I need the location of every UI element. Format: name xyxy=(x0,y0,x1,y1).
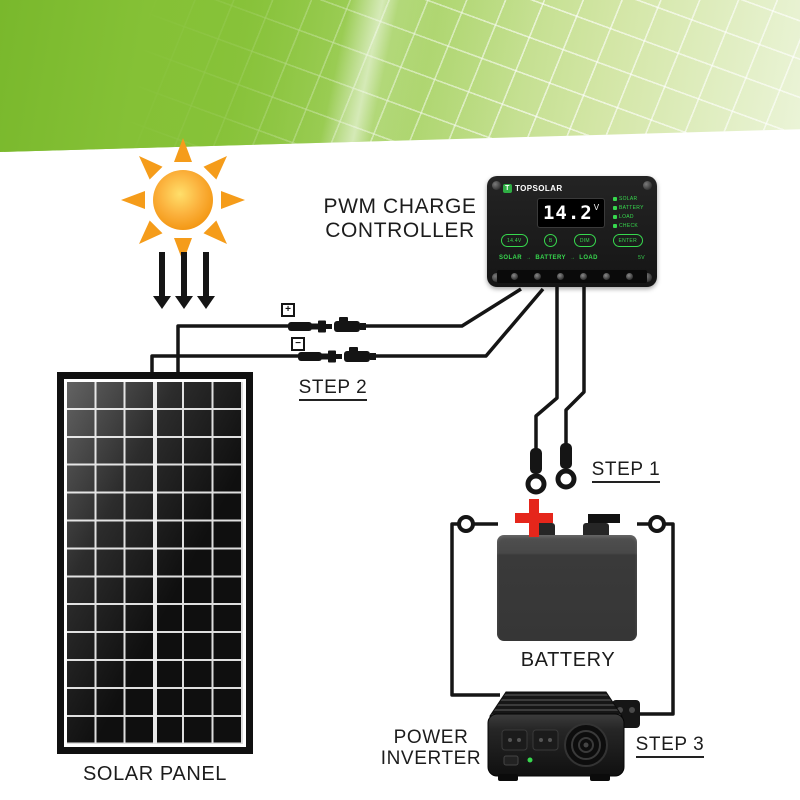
ring-terminal-icon xyxy=(457,515,475,533)
arrow-icon xyxy=(570,255,575,261)
charge-controller-device: T TOPSOLAR 14.2 V SOLAR BATTERY LOAD CHE… xyxy=(487,176,657,287)
polarity-negative-badge: − xyxy=(291,337,305,351)
controller-solar-input-wire xyxy=(375,287,545,358)
outlet-icon xyxy=(501,729,528,751)
minus-icon xyxy=(588,514,620,523)
inverter-foot xyxy=(590,774,610,781)
down-arrow-icon xyxy=(153,252,171,309)
step1-label: STEP 1 xyxy=(584,459,668,483)
arrow-icon xyxy=(526,255,531,261)
sun-icon xyxy=(121,138,245,262)
solar-positive-wire xyxy=(176,324,291,373)
screw-icon xyxy=(492,273,501,282)
terminal-label-load: LOAD xyxy=(579,255,598,261)
inverter-caption: POWER INVERTER xyxy=(378,727,484,769)
step2-label: STEP 2 xyxy=(291,377,375,401)
screw-icon xyxy=(492,181,501,190)
down-arrow-icon xyxy=(197,252,215,309)
display-voltage-unit: V xyxy=(593,203,600,212)
inverter-heatsink-top xyxy=(489,691,623,717)
controller-caption-line1: PWM CHARGE xyxy=(323,195,477,218)
controller-battery-wire xyxy=(534,286,559,452)
status-indicators: SOLAR BATTERY LOAD CHECK xyxy=(613,196,644,229)
indicator-battery: BATTERY xyxy=(613,205,644,211)
battery-inverter-wire xyxy=(450,522,500,697)
controller-display: 14.2 V xyxy=(537,198,605,228)
battery-clamp-icon xyxy=(555,468,577,490)
solar-cells-grid xyxy=(67,382,243,744)
voltage-button: 14.4V xyxy=(501,234,528,247)
solar-panel-caption: SOLAR PANEL xyxy=(82,763,228,785)
terminal-screw-icon xyxy=(603,273,610,280)
battery-type-button: B xyxy=(544,234,558,247)
solar-panel-device xyxy=(57,372,253,754)
plus-icon xyxy=(515,499,553,537)
indicator-check: CHECK xyxy=(613,223,644,229)
topsolar-logo-icon: T xyxy=(503,184,512,193)
inverter-foot xyxy=(498,774,518,781)
inverter-caption-line2: INVERTER xyxy=(380,748,482,769)
indicator-solar: SOLAR xyxy=(613,196,644,202)
terminal-screw-icon xyxy=(626,273,633,280)
dim-button: DIM xyxy=(573,234,596,247)
controller-caption-line2: CONTROLLER xyxy=(325,219,475,242)
controller-solar-input-wire xyxy=(365,287,522,328)
power-inverter-device xyxy=(487,691,625,781)
controller-battery-wire xyxy=(564,286,586,447)
controller-caption: PWM CHARGE CONTROLLER xyxy=(322,195,478,243)
indicator-load: LOAD xyxy=(613,214,644,220)
screw-icon xyxy=(643,181,652,190)
battery-caption: BATTERY xyxy=(520,649,616,671)
battery-clamp-icon xyxy=(530,443,572,474)
mc4-connector-icon xyxy=(288,317,376,363)
terminal-screw-icon xyxy=(511,273,518,280)
terminal-label-battery: BATTERY xyxy=(535,255,566,261)
led-indicator-icon xyxy=(527,757,533,763)
terminal-label-solar: SOLAR xyxy=(499,255,522,261)
battery-clamp-icon xyxy=(525,473,547,495)
screw-icon xyxy=(643,273,652,282)
outlet-icon xyxy=(532,729,559,751)
terminal-screw-icon xyxy=(580,273,587,280)
controller-buttons: 14.4V B DIM ENTER xyxy=(501,234,643,247)
polarity-positive-badge: + xyxy=(281,303,295,317)
terminal-screw-icon xyxy=(534,273,541,280)
display-voltage-value: 14.2 xyxy=(542,202,593,224)
battery-body xyxy=(497,535,637,641)
down-arrow-icon xyxy=(175,252,193,309)
solar-pattern-banner xyxy=(0,0,800,152)
brand-text: TOPSOLAR xyxy=(515,184,563,193)
battery-inverter-wire xyxy=(634,522,675,716)
power-switch-icon xyxy=(503,755,519,766)
usb-5v-label: 5V xyxy=(638,255,645,261)
ring-terminal-icon xyxy=(648,515,666,533)
terminal-strip xyxy=(497,270,647,283)
terminal-labels: SOLAR BATTERY LOAD 5V xyxy=(499,255,645,261)
step3-label: STEP 3 xyxy=(628,734,712,758)
battery-device xyxy=(497,523,637,641)
enter-button: ENTER xyxy=(612,234,643,247)
solar-negative-wire xyxy=(150,354,301,373)
terminal-screw-icon xyxy=(557,273,564,280)
inverter-caption-line1: POWER xyxy=(393,727,469,748)
controller-brand: T TOPSOLAR xyxy=(503,184,563,193)
